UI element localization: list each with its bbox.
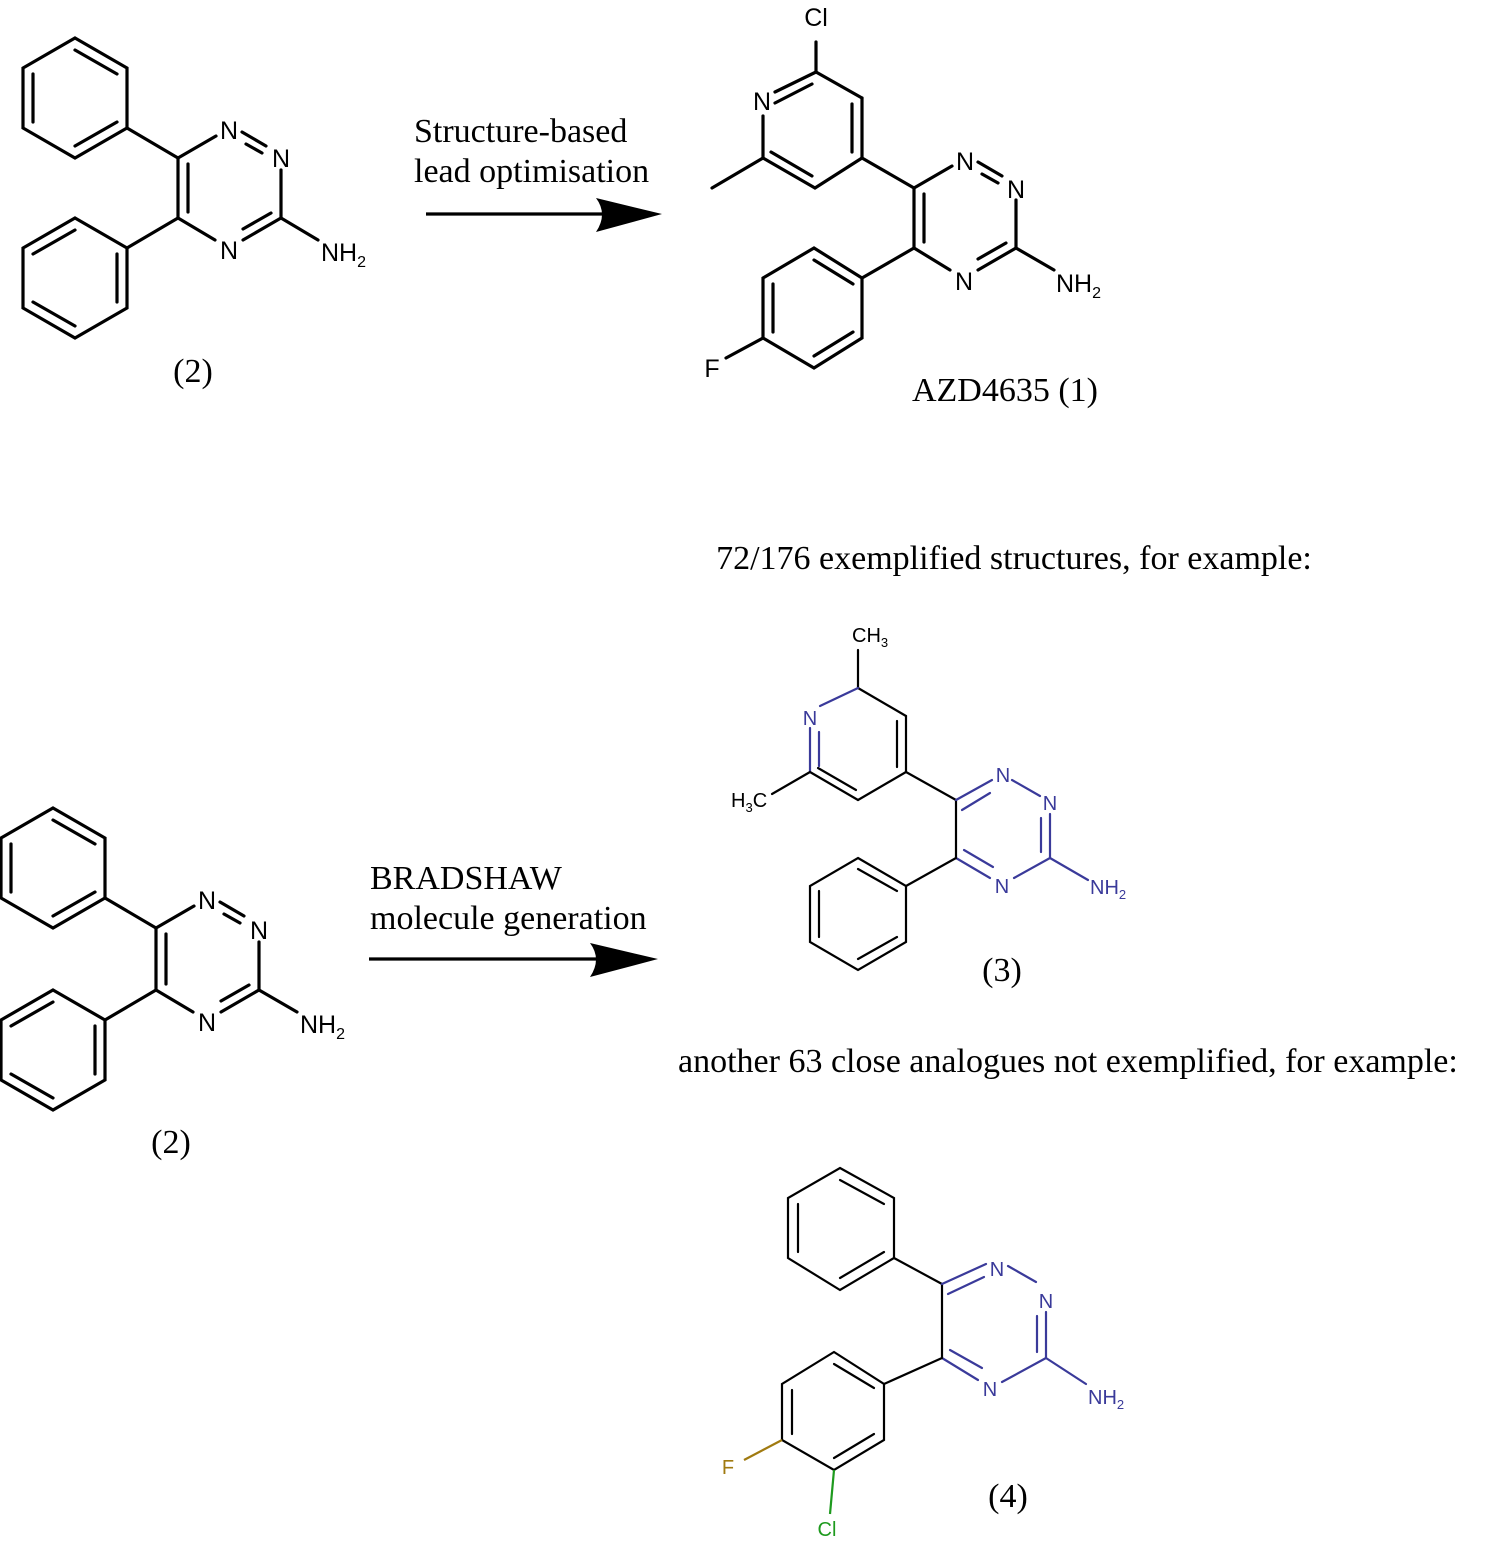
top-2-n2-atom: N xyxy=(272,145,290,173)
compound-3-structure xyxy=(770,648,1090,972)
azd4635-structure xyxy=(710,40,1056,370)
azd4635-label: AZD4635 (1) xyxy=(912,372,1098,409)
compound-3-h3c-atom: H3C xyxy=(731,790,767,815)
compound-3-pyridine-n-atom: N xyxy=(803,708,817,730)
azd4635-f-atom: F xyxy=(704,355,719,383)
top-2-n4-atom: N xyxy=(220,237,238,265)
bottom-arrow-text-line2: molecule generation xyxy=(370,900,647,937)
compound-3-label: (3) xyxy=(982,952,1022,989)
bottom-2-n2-atom: N xyxy=(250,917,268,945)
compound-4-n1-atom: N xyxy=(990,1259,1004,1281)
azd4635-cl-atom: Cl xyxy=(804,4,828,32)
azd4635-n2-atom: N xyxy=(1007,176,1025,204)
bottom-reaction-arrow xyxy=(369,943,658,977)
bottom-arrow-text-line1: BRADSHAW xyxy=(370,860,563,897)
compound-4-cl-atom: Cl xyxy=(818,1519,837,1541)
compound-4-f-atom: F xyxy=(722,1457,734,1479)
compound-4-nh2-atom: NH2 xyxy=(1088,1387,1124,1412)
bottom-compound-2-structure xyxy=(0,806,299,1112)
compound-3-ch3-atom: CH3 xyxy=(852,625,888,650)
compound-4-n4-atom: N xyxy=(983,1379,997,1401)
compound-4-n2-atom: N xyxy=(1039,1291,1053,1313)
compound-4-label: (4) xyxy=(988,1478,1028,1515)
bottom-2-n1-atom: N xyxy=(198,887,216,915)
bottom-2-nh2-atom: NH2 xyxy=(300,1011,345,1043)
azd4635-pyridine-n-atom: N xyxy=(753,88,771,116)
bottom-compound-2-label: (2) xyxy=(151,1124,191,1161)
compound-4-structure xyxy=(743,1166,1088,1515)
bottom-2-n4-atom: N xyxy=(198,1009,216,1037)
azd4635-nh2-atom: NH2 xyxy=(1056,270,1101,302)
top-arrow-text-line1: Structure-based xyxy=(414,113,627,150)
top-compound-2-label: (2) xyxy=(173,353,213,390)
top-reaction-arrow xyxy=(426,198,662,232)
top-2-nh2-atom: NH2 xyxy=(321,239,366,271)
azd4635-n1-atom: N xyxy=(956,148,974,176)
compound-3-n1-atom: N xyxy=(996,765,1010,787)
top-2-n1-atom: N xyxy=(220,117,238,145)
compound-3-n2-atom: N xyxy=(1043,793,1057,815)
azd4635-n4-atom: N xyxy=(955,268,973,296)
compound-3-nh2-atom: NH2 xyxy=(1090,877,1126,902)
top-compound-2-structure xyxy=(21,36,320,340)
exemplified-structures-note: 72/176 exemplified structures, for examp… xyxy=(716,540,1312,577)
compound-3-n4-atom: N xyxy=(995,876,1009,898)
top-arrow-text-line2: lead optimisation xyxy=(414,153,649,190)
close-analogues-note: another 63 close analogues not exemplifi… xyxy=(678,1043,1458,1080)
